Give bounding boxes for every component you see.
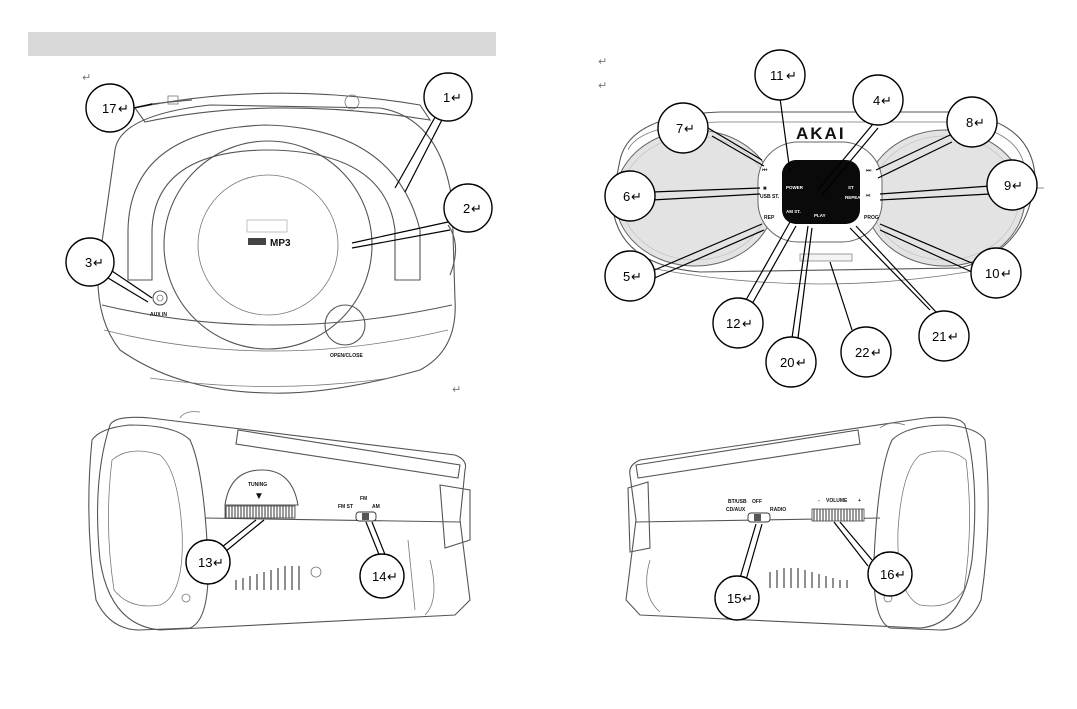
panel-label-power: POWER [786,185,804,190]
function-label-cd-aux: CD/AUX [726,507,746,513]
callout-9: 9 ↵ [987,160,1037,210]
svg-text:↵: ↵ [895,567,906,582]
callout-21: 21 ↵ [919,311,969,361]
tuning-dial [225,506,295,518]
volume-label: VOLUME [826,498,848,504]
svg-text:↵: ↵ [786,68,797,83]
tuning-label: TUNING [248,482,267,488]
svg-text:↵: ↵ [1012,178,1023,193]
svg-text:14: 14 [372,569,386,584]
svg-text:4: 4 [873,93,880,108]
svg-text:20: 20 [780,355,794,370]
function-label-radio: RADIO [770,507,786,513]
svg-text:↵: ↵ [387,569,398,584]
callout-2: 2 ↵ [444,184,492,232]
svg-text:12: 12 [726,316,740,331]
function-label-off: OFF [752,499,762,505]
callout-14: 14 ↵ [360,554,404,598]
open-close-label: OPEN/CLOSE [330,353,363,359]
play-pause-icon: ⏯ [866,193,871,199]
callout-8: 8 ↵ [947,97,997,147]
callout-13: 13 ↵ [186,540,230,584]
svg-text:6: 6 [623,189,630,204]
callout-22: 22 ↵ [841,327,891,377]
aux-in-jack [153,291,167,305]
panel-label-play: PLAY [814,213,826,218]
svg-text:10: 10 [985,266,999,281]
svg-text:8: 8 [966,115,973,130]
callout-16: 16 ↵ [868,552,912,596]
svg-text:↵: ↵ [213,555,224,570]
svg-text:↵: ↵ [742,316,753,331]
callout-20: 20 ↵ [766,337,816,387]
right-side-view-drawing: BT/USB OFF CD/AUX RADIO VOLUME - + [626,417,988,630]
svg-text:↵: ↵ [118,101,129,116]
svg-text:15: 15 [727,591,741,606]
callout-4: 4 ↵ [853,75,903,125]
panel-label-rep: REP [764,215,775,221]
callout-17: 17 ↵ [86,84,134,132]
aux-in-label: AUX IN [150,312,167,318]
svg-text:↵: ↵ [451,90,462,105]
svg-text:↵: ↵ [631,269,642,284]
band-label-fm: FM [360,496,367,502]
svg-text:↵: ↵ [948,329,959,344]
callout-10: 10 ↵ [971,248,1021,298]
mp3-logo-text: MP3 [270,238,291,249]
panel-label-usb-st: USB ST. [760,194,780,200]
callout-5: 5 ↵ [605,251,655,301]
callout-12: 12 ↵ [713,298,763,348]
callout-1: 1 ↵ [424,73,472,121]
svg-text:1: 1 [443,90,450,105]
svg-text:22: 22 [855,345,869,360]
band-label-fm-st: FM ST [338,504,353,510]
left-side-view-drawing: TUNING ▼ FM FM ST AM [89,412,470,630]
svg-text:↵: ↵ [742,591,753,606]
callout-3: 3 ↵ [66,238,114,286]
function-label-bt-usb: BT/USB [728,499,747,505]
svg-text:11: 11 [770,68,784,83]
stop-icon: ■ [763,186,767,192]
svg-text:21: 21 [932,329,946,344]
svg-text:16: 16 [880,567,894,582]
band-label-am: AM [372,504,380,510]
svg-text:↵: ↵ [1001,266,1012,281]
svg-text:↵: ↵ [871,345,882,360]
svg-text:↵: ↵ [631,189,642,204]
open-close-button [325,305,365,345]
callout-7: 7 ↵ [658,103,708,153]
volume-plus-icon: + [858,498,861,504]
volume-minus-icon: - [818,498,820,504]
next-track-icon: ⏭ [866,168,872,174]
svg-text:↵: ↵ [684,121,695,136]
panel-label-prog: PROG [864,215,879,221]
panel-label-am-st: AM ST. [786,209,801,214]
svg-text:↵: ↵ [974,115,985,130]
callout-15: 15 ↵ [715,576,759,620]
brand-logo: AKAI [796,124,846,143]
svg-text:13: 13 [198,555,212,570]
front-view-drawing: MP3 AUX IN OPEN/CLOSE [98,93,456,393]
prev-track-icon: ⏮ [762,168,768,174]
callout-11: 11 ↵ [755,50,805,100]
svg-text:↵: ↵ [796,355,807,370]
panel-label-repeat: REPEAT [845,195,863,200]
callout-6: 6 ↵ [605,171,655,221]
svg-text:3: 3 [85,255,92,270]
panel-label-st: ST [848,185,854,190]
svg-text:2: 2 [463,201,470,216]
svg-text:7: 7 [676,121,683,136]
svg-text:↵: ↵ [471,201,482,216]
svg-text:9: 9 [1004,178,1011,193]
svg-text:↵: ↵ [881,93,892,108]
svg-text:↵: ↵ [93,255,104,270]
volume-dial [812,509,864,521]
svg-text:5: 5 [623,269,630,284]
tuning-pointer-icon: ▼ [254,491,264,502]
svg-text:17: 17 [102,101,116,116]
